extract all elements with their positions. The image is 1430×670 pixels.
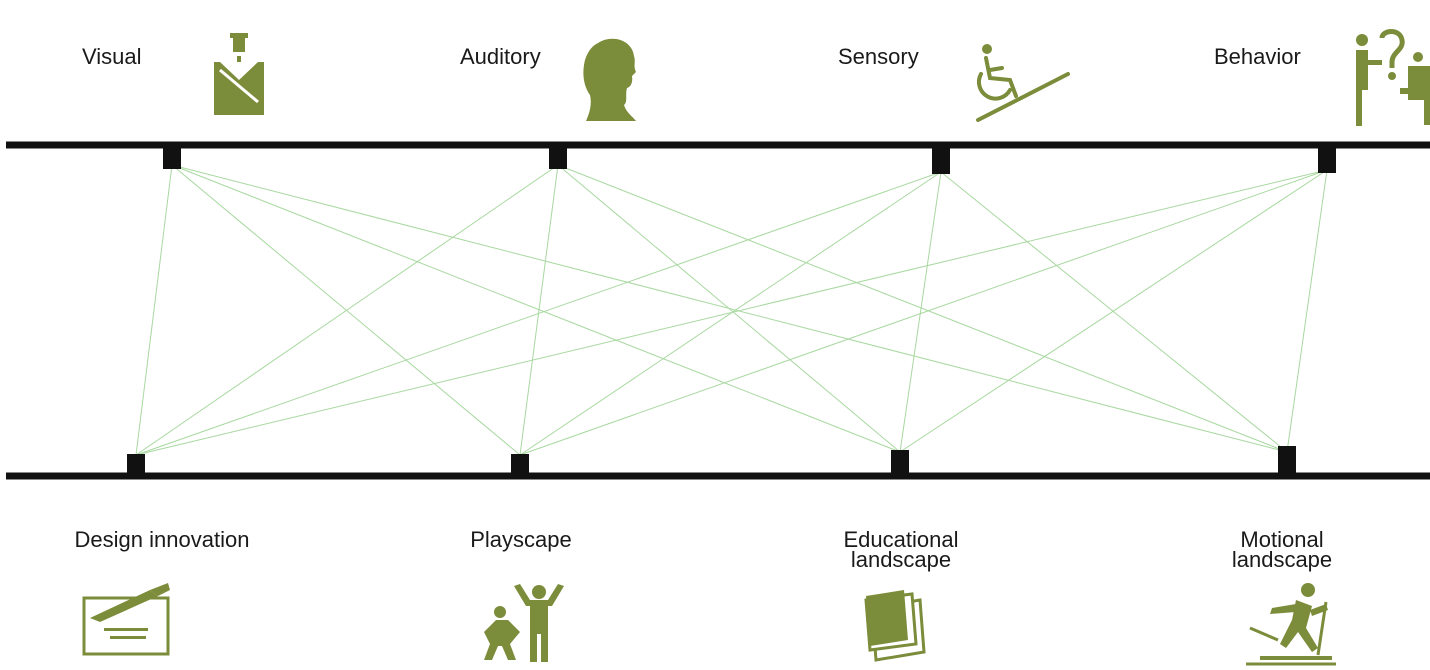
connection-line	[1286, 169, 1328, 453]
connection-links	[135, 164, 1328, 456]
question-help-icon	[1356, 29, 1430, 126]
top-label-behavior: Behavior	[1214, 44, 1301, 69]
guard-figure-icon	[214, 33, 264, 115]
connection-line	[557, 164, 901, 453]
top-label-auditory: Auditory	[460, 44, 541, 69]
bottom-node-marker	[127, 454, 145, 476]
kids-playing-icon	[484, 584, 564, 662]
bottom-label-educational-landscape: Educational landscape	[843, 527, 959, 572]
bottom-node-marker	[1278, 446, 1296, 476]
connection-line	[940, 171, 1288, 453]
connection-line	[557, 164, 1288, 453]
top-node-marker	[549, 147, 567, 169]
bottom-label-line: landscape	[1231, 547, 1333, 572]
top-node-marker	[163, 147, 181, 169]
connection-line	[519, 169, 1328, 456]
top-label-sensory: Sensory	[838, 44, 919, 69]
bottom-node-marker	[891, 450, 909, 476]
books-icon	[864, 590, 926, 662]
bottom-label-motional-landscape: Motional landscape	[1231, 527, 1333, 572]
bottom-label-line: Playscape	[470, 527, 572, 552]
connection-line	[519, 164, 559, 456]
bottom-node-marker	[511, 454, 529, 476]
connection-line	[171, 164, 521, 456]
bottom-label-line: Motional	[1240, 527, 1324, 552]
top-node-marker	[1318, 147, 1336, 173]
bottom-label-design-innovation: Design innovation	[74, 527, 250, 552]
bottom-label-line: Design innovation	[74, 527, 250, 552]
node-markers	[127, 147, 1336, 476]
bottom-label-line: landscape	[850, 547, 952, 572]
top-label-visual: Visual	[82, 44, 142, 69]
bottom-label-line: Educational	[843, 527, 959, 552]
bottom-label-playscape: Playscape	[470, 527, 572, 552]
top-node-marker	[932, 147, 950, 174]
head-profile-icon	[583, 38, 636, 121]
skier-icon	[1246, 583, 1336, 666]
connection-line	[135, 164, 559, 456]
connection-line	[519, 171, 942, 456]
connection-line	[135, 164, 173, 456]
connection-line	[135, 169, 1328, 456]
pen-document-icon	[82, 583, 170, 656]
wheelchair-ramp-icon	[976, 44, 1070, 122]
connection-line	[899, 171, 942, 453]
connection-line	[135, 171, 942, 456]
connection-line	[171, 164, 901, 453]
connection-line	[899, 169, 1328, 453]
